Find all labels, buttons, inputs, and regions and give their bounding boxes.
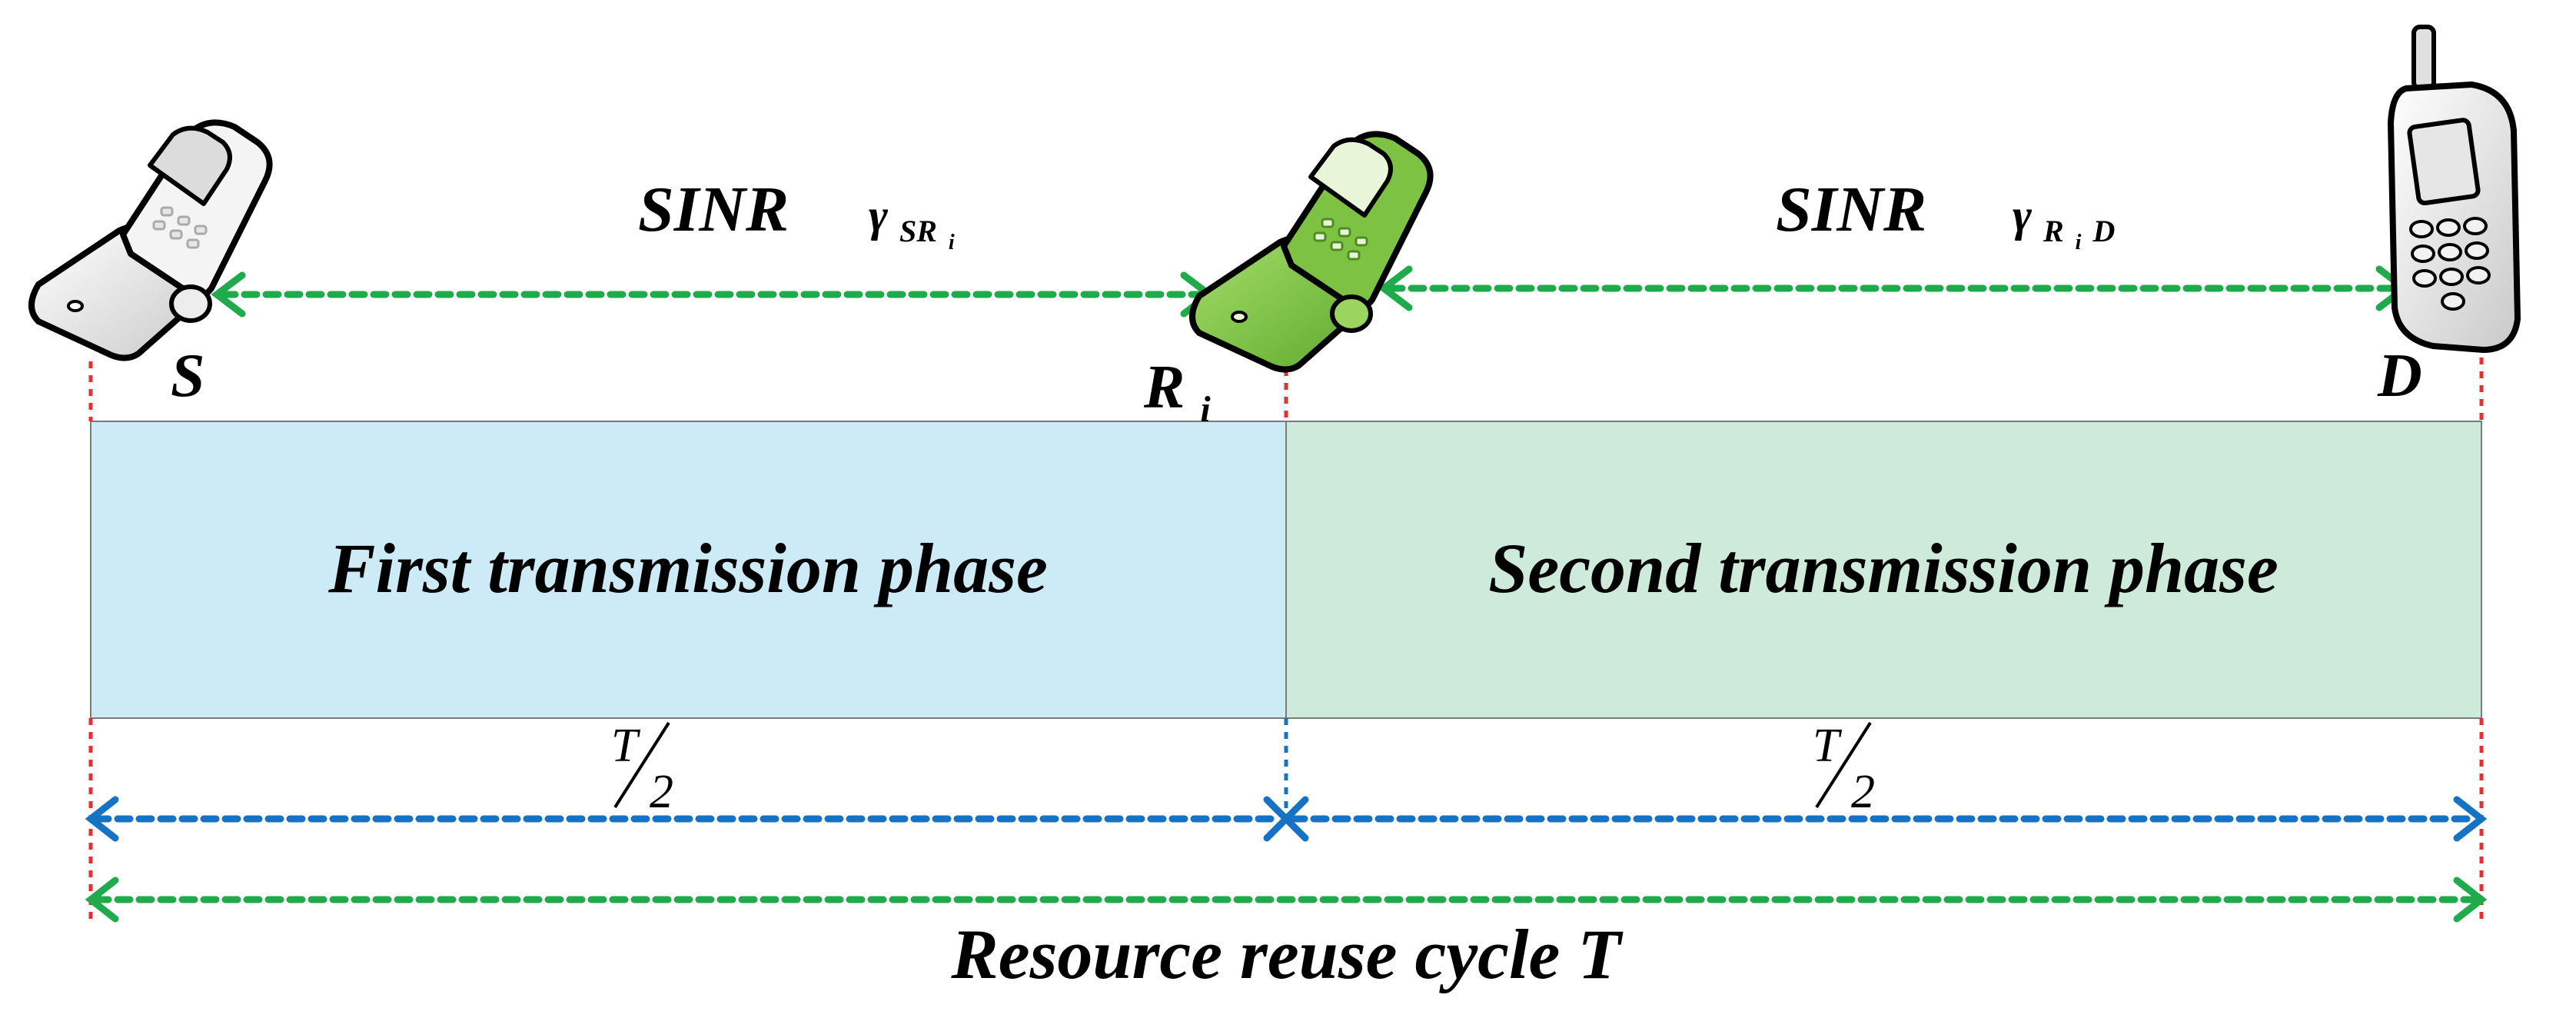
relay-label-group: R i (1143, 354, 1211, 430)
sinr-second-sub2: i (2076, 231, 2082, 254)
cycle-arrow-left-head (85, 877, 119, 923)
duration-second-numerator: T (1813, 720, 1843, 772)
relay-label-sub: i (1200, 389, 1211, 430)
source-phone-icon (28, 119, 273, 361)
first-phase-box (90, 421, 1287, 719)
destination-label: D (2377, 342, 2422, 410)
duration-second-fraction: T 2 (1813, 720, 1875, 818)
duration-second-slash (1815, 721, 1872, 809)
sinr-first-label: SINR γ SR i (638, 174, 955, 254)
sinr-second-symbol-group: γ R i D (2013, 190, 2115, 259)
duration-cross-b (1263, 796, 1309, 842)
sinr-second-metric: SINR (1776, 174, 1926, 245)
sinr-second-label: SINR γ R i D (1776, 174, 2115, 259)
second-phase-label: Second transmission phase (1488, 529, 2279, 607)
link-arrow-r-d-left-head (1378, 265, 1413, 311)
sinr-first-sub2: i (949, 231, 955, 254)
second-phase-box (1285, 421, 2482, 719)
relay-label: R (1143, 354, 1185, 421)
sinr-first-symbol-group: γ SR i (869, 190, 955, 254)
duration-first-numerator: T (611, 720, 641, 772)
first-phase-label: First transmission phase (327, 529, 1048, 607)
sinr-first-metric: SINR (638, 174, 789, 245)
cycle-label: Resource reuse cycle T (950, 915, 1624, 993)
cycle-arrow-right-head (2453, 877, 2488, 923)
sinr-second-symbol: γ (2013, 190, 2032, 241)
blue-duration-arrows (85, 796, 2488, 842)
sinr-first-sub: SR (899, 214, 937, 248)
relay-phone-icon (1189, 131, 1434, 373)
green-link-arrows (211, 265, 2411, 318)
duration-arrow-left-head (85, 796, 119, 842)
source-label: S (171, 342, 205, 410)
duration-arrow-right-head (2453, 796, 2488, 842)
duration-first-denominator: 2 (650, 766, 673, 818)
duration-first-fraction: T 2 (611, 720, 673, 818)
sinr-first-symbol: γ (869, 190, 888, 241)
sinr-second-sub3: D (2092, 214, 2115, 248)
duration-first-slash (613, 721, 670, 809)
sinr-second-sub: R (2043, 214, 2064, 248)
destination-phone-icon (2388, 25, 2521, 353)
cycle-arrow (85, 877, 2488, 923)
duration-second-denominator: 2 (1851, 766, 1875, 818)
link-arrow-s-r-left-head (211, 271, 246, 318)
